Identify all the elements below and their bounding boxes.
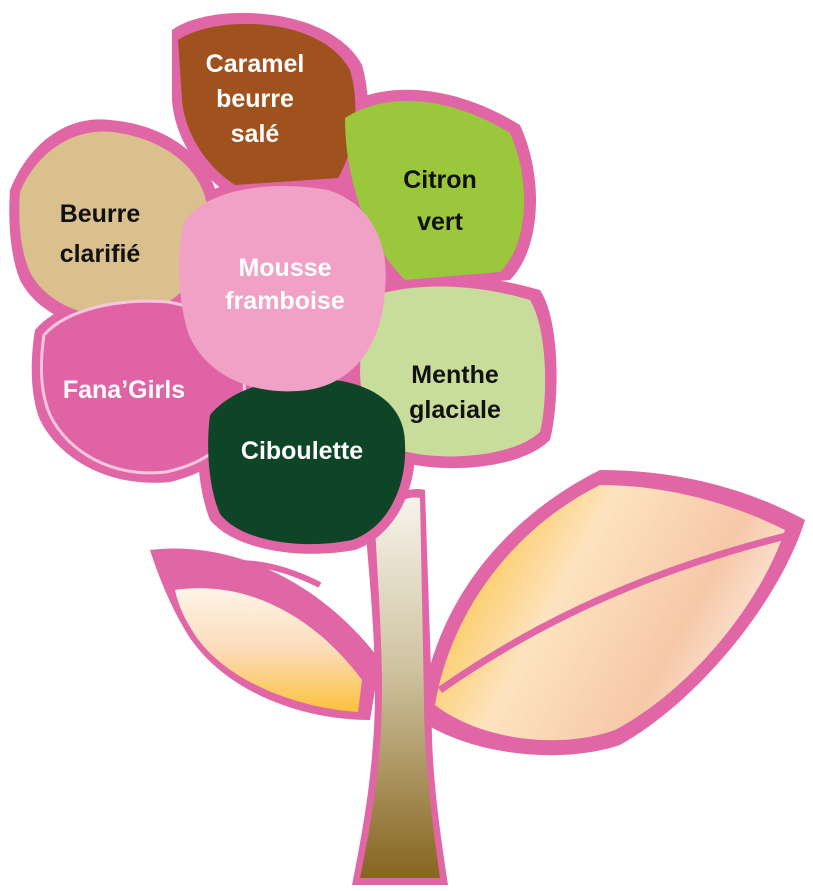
petal-citron-line1: Citron (403, 166, 477, 194)
petal-ciboulette: Ciboulette (208, 378, 406, 545)
left-leaf (150, 548, 380, 720)
petal-menthe-line1: Menthe (411, 361, 499, 389)
petal-caramel-line2: beurre (216, 85, 294, 113)
petal-mousse-line1: Mousse (238, 254, 331, 282)
stem (352, 489, 448, 885)
petal-citron-line2: vert (417, 208, 464, 236)
petal-caramel: Caramel beurre salé (178, 23, 356, 185)
petal-beurre: Beurre clarifié (19, 131, 209, 317)
petal-caramel-line1: Caramel (206, 50, 305, 78)
right-leaf (420, 470, 805, 756)
petal-beurre-line1: Beurre (60, 200, 141, 228)
petal-mousse: Mousse framboise (179, 185, 386, 392)
petal-menthe-line2: glaciale (409, 396, 501, 424)
petal-ciboulette-line1: Ciboulette (241, 437, 363, 465)
petal-fana-line1: Fana’Girls (63, 376, 185, 404)
petal-mousse-line2: framboise (225, 287, 345, 315)
petal-caramel-line3: salé (231, 120, 280, 148)
petal-beurre-line2: clarifié (60, 240, 141, 268)
petal-menthe: Menthe glaciale (360, 286, 546, 457)
petal-citron: Citron vert (345, 101, 525, 280)
